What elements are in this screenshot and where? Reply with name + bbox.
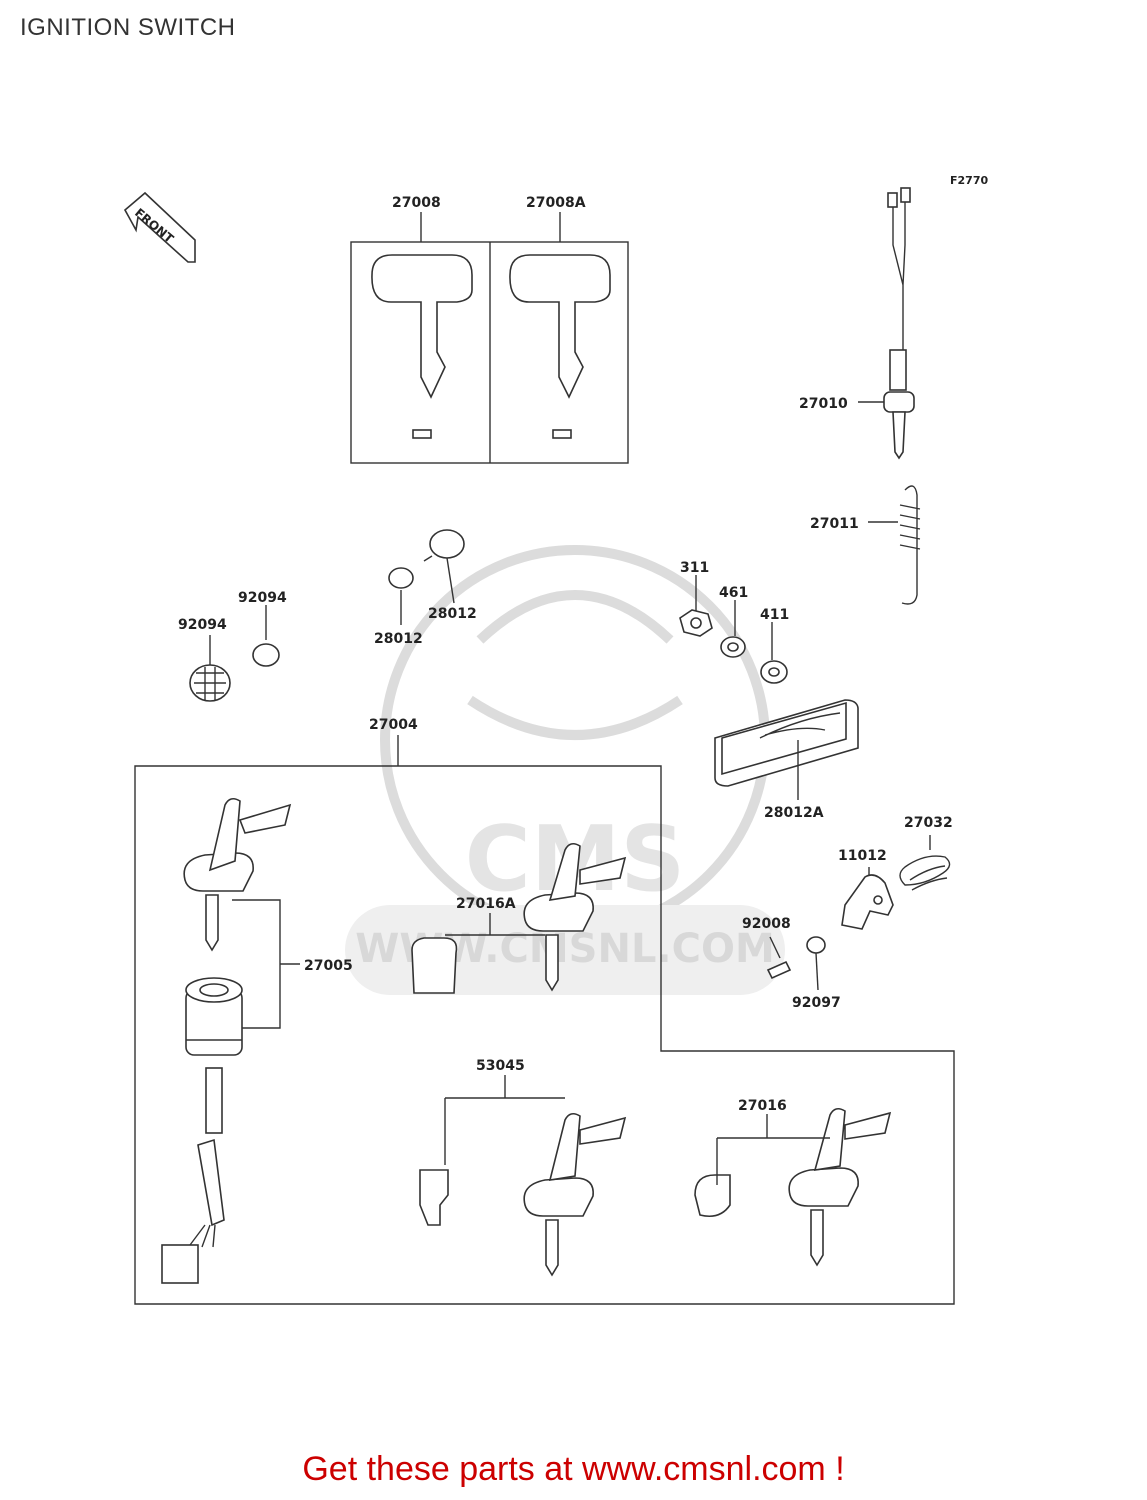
leader-lines bbox=[232, 899, 830, 1185]
part-label: 92008 bbox=[742, 916, 791, 932]
part-label: 461 bbox=[719, 585, 748, 601]
parts-diagram: CMS WWW.CMSNL.COM FRONT F2770 bbox=[123, 174, 988, 1305]
ignition-wire-icon bbox=[858, 187, 915, 460]
plate-icon bbox=[714, 699, 859, 800]
part-label: 27008A bbox=[526, 195, 586, 211]
cta-link[interactable]: Get these parts at www.cmsnl.com ! bbox=[302, 1450, 845, 1488]
key-icons bbox=[183, 797, 892, 1277]
part-label: 11012 bbox=[838, 848, 887, 864]
front-arrow-icon: FRONT bbox=[123, 191, 196, 263]
hardware-icons bbox=[189, 529, 788, 702]
page-title: IGNITION SWITCH bbox=[20, 14, 236, 41]
part-label: 27032 bbox=[904, 815, 953, 831]
part-label: 92097 bbox=[792, 995, 841, 1011]
part-label: 92094 bbox=[238, 590, 287, 606]
part-label: 27005 bbox=[304, 958, 353, 974]
ignition-switch-icon bbox=[161, 977, 243, 1284]
part-label: 27008 bbox=[392, 195, 441, 211]
lock-icons bbox=[411, 937, 731, 1226]
key-blank-box bbox=[350, 212, 629, 464]
part-label: 92094 bbox=[178, 617, 227, 633]
part-label: 411 bbox=[760, 607, 789, 623]
part-label: 27016 bbox=[738, 1098, 787, 1114]
part-label: 27011 bbox=[810, 516, 859, 532]
part-label: 27010 bbox=[799, 396, 848, 412]
part-label: 28012A bbox=[764, 805, 824, 821]
part-label: 311 bbox=[680, 560, 709, 576]
switch-set-frame bbox=[134, 735, 955, 1305]
part-labels: 27008 27008A 27010 27011 311 461 411 920… bbox=[178, 195, 953, 1114]
part-label: 28012 bbox=[374, 631, 423, 647]
spring-icon bbox=[868, 485, 921, 605]
diagram-code: F2770 bbox=[950, 174, 988, 187]
part-label: 27004 bbox=[369, 717, 418, 733]
cam-parts-icon bbox=[766, 835, 951, 991]
part-label: 27016A bbox=[456, 896, 516, 912]
part-label: 28012 bbox=[428, 606, 477, 622]
part-label: 53045 bbox=[476, 1058, 525, 1074]
